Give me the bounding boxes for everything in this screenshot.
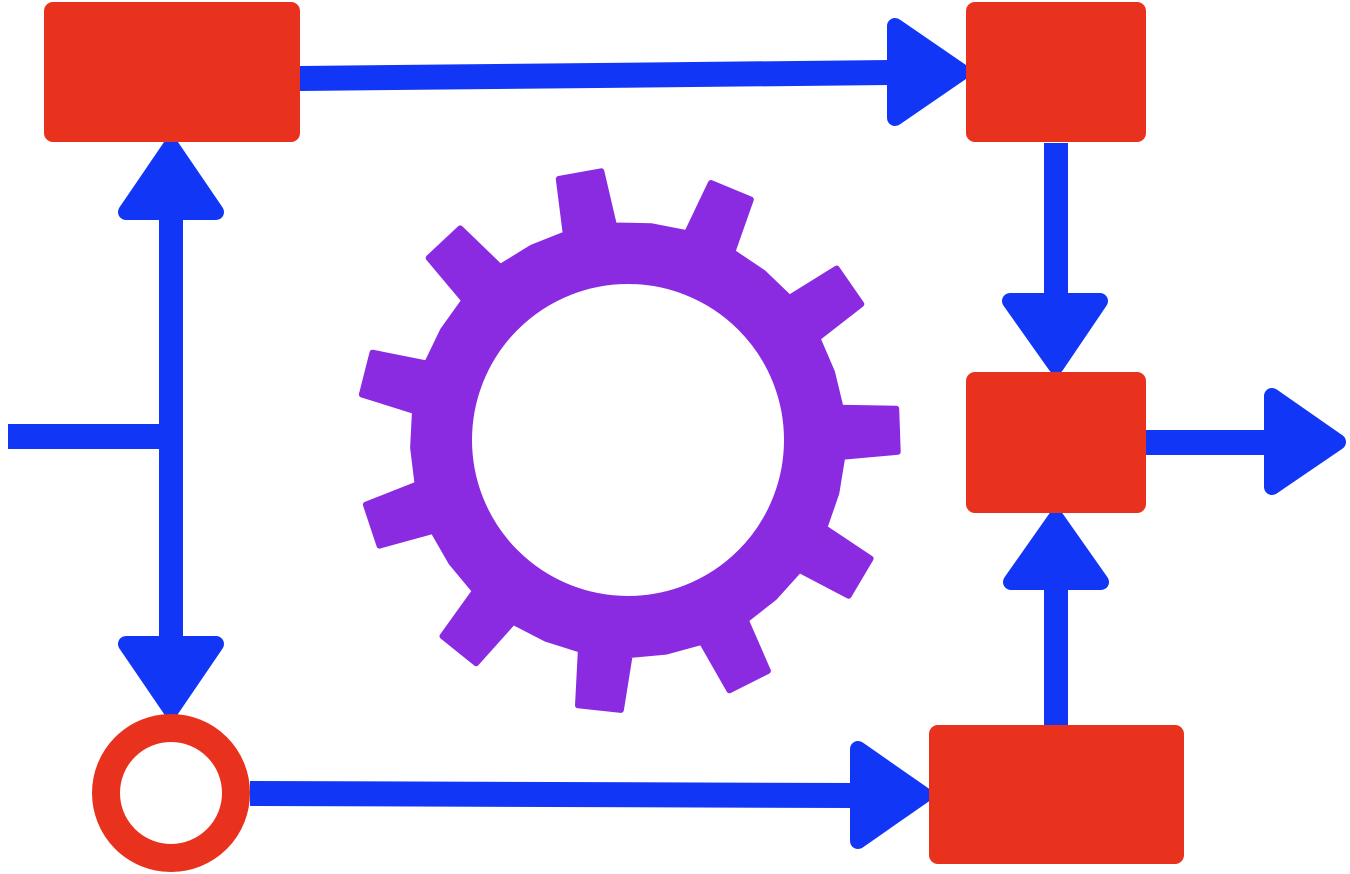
arrow-right-up-head (1003, 510, 1109, 590)
gear-icon (358, 168, 901, 713)
arrow-right-down-shaft (1044, 143, 1068, 300)
process-box-top-left (44, 2, 300, 142)
arrow-bottom-shaft (250, 781, 856, 808)
process-boxes (44, 2, 1184, 872)
output-arrow-shaft (1146, 430, 1270, 455)
input-line (8, 424, 162, 449)
arrow-down-head-left (118, 636, 224, 718)
process-box-bottom-right (929, 725, 1184, 864)
arrow-bottom-head (850, 741, 932, 849)
process-box-top-right (966, 2, 1146, 142)
arrow-right-down-head (1002, 293, 1108, 374)
output-arrow-head (1264, 388, 1346, 495)
start-circle (92, 714, 250, 872)
arrows (8, 18, 1346, 849)
arrow-left-vertical-shaft (159, 214, 183, 642)
arrow-right-up-shaft (1044, 584, 1068, 726)
arrow-top-shaft (300, 60, 892, 91)
arrow-top-head (887, 18, 970, 126)
arrow-up-head-left (118, 138, 224, 220)
process-box-middle-right (966, 372, 1146, 513)
